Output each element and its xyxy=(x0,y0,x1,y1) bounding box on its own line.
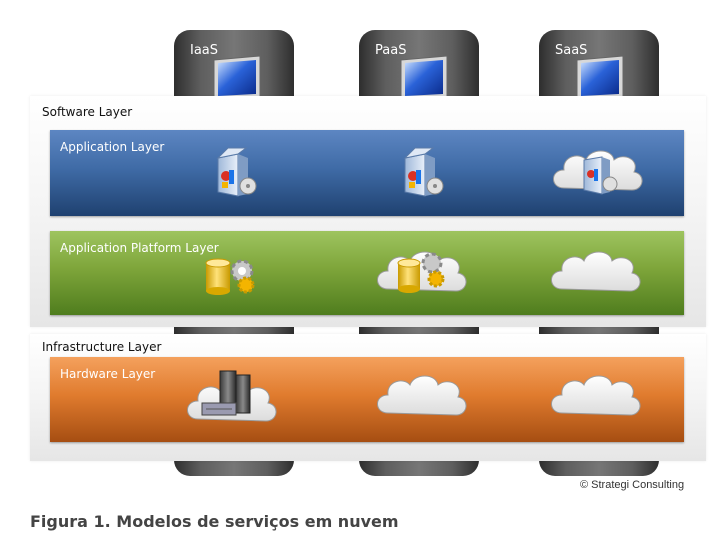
hardware-layer-label: Hardware Layer xyxy=(60,367,156,381)
application-platform-layer-label: Application Platform Layer xyxy=(60,241,219,255)
pillar-label-paas: PaaS xyxy=(375,43,407,58)
cloud-icon xyxy=(550,245,642,301)
application-platform-layer: Application Platform Layer xyxy=(50,231,684,315)
database-gear-icon xyxy=(204,253,258,295)
application-layer-label: Application Layer xyxy=(60,140,165,154)
hardware-layer: Hardware Layer xyxy=(50,357,684,442)
software-box-icon xyxy=(212,146,258,200)
pillar-label-iaas: IaaS xyxy=(190,43,219,58)
cloud-database-gear-icon xyxy=(376,243,468,301)
cloud-icon xyxy=(376,369,468,425)
software-layer-label: Software Layer xyxy=(42,105,133,119)
cloud-software-box-icon xyxy=(552,144,644,200)
figure-caption: Figura 1. Modelos de serviços em nuvem xyxy=(30,512,399,531)
application-layer: Application Layer xyxy=(50,130,684,216)
pillar-label-saas: SaaS xyxy=(555,43,588,58)
copyright-notice: © Strategi Consulting xyxy=(580,479,685,491)
cloud-servers-icon xyxy=(186,367,278,431)
monitor-icon xyxy=(571,54,629,116)
cloud-icon xyxy=(550,369,642,425)
software-box-icon xyxy=(399,146,445,200)
infrastructure-layer-label: Infrastructure Layer xyxy=(42,340,162,354)
